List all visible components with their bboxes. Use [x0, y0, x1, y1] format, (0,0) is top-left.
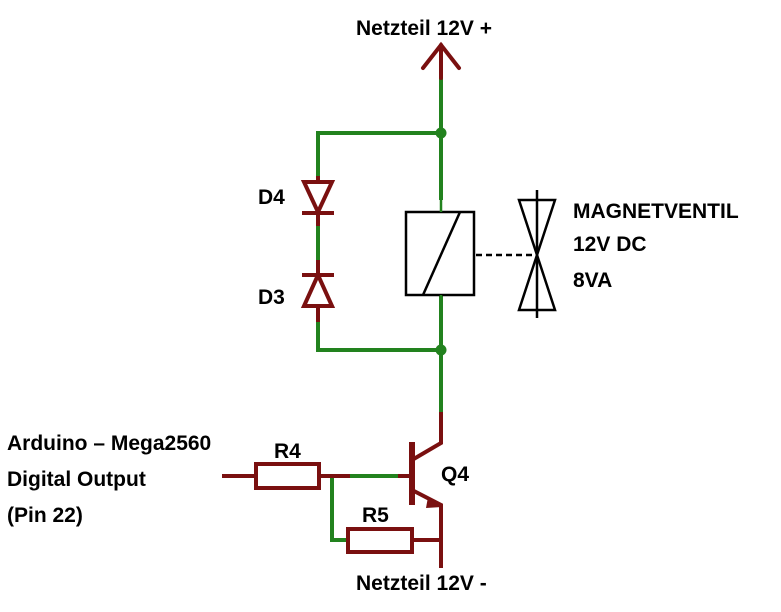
diode-d3	[300, 260, 336, 322]
label-arduino-board: Arduino – Mega2560	[7, 432, 211, 455]
label-r4: R4	[274, 440, 301, 463]
label-valve-voltage: 12V DC	[573, 233, 647, 256]
supply-plus-arrow	[421, 41, 461, 80]
relay-coil	[404, 198, 476, 300]
label-d3: D3	[258, 286, 285, 309]
diode-d4	[300, 176, 336, 226]
wire-to-r5	[330, 476, 350, 542]
label-supply-plus: Netzteil 12V +	[356, 17, 492, 40]
label-valve-name: MAGNETVENTIL	[573, 200, 739, 223]
label-valve-power: 8VA	[573, 269, 612, 292]
wire-top-horizontal	[316, 131, 443, 180]
label-q4: Q4	[441, 463, 469, 486]
transistor-q4	[398, 412, 443, 540]
junction-top	[435, 127, 447, 139]
transistor-emitter-arrow	[426, 497, 442, 508]
label-r5: R5	[362, 504, 389, 527]
resistor-r4	[222, 462, 350, 490]
junction-bottom	[435, 344, 447, 356]
label-supply-minus: Netzteil 12V -	[356, 572, 487, 595]
label-arduino-pin: (Pin 22)	[7, 504, 83, 527]
label-d4: D4	[258, 186, 285, 209]
wire-d3-bottom	[316, 318, 443, 352]
ground-lead	[412, 538, 443, 568]
wires	[316, 73, 443, 542]
solenoid-valve-symbol	[517, 190, 557, 318]
label-arduino-output: Digital Output	[7, 468, 146, 491]
resistor-r5	[346, 527, 414, 554]
